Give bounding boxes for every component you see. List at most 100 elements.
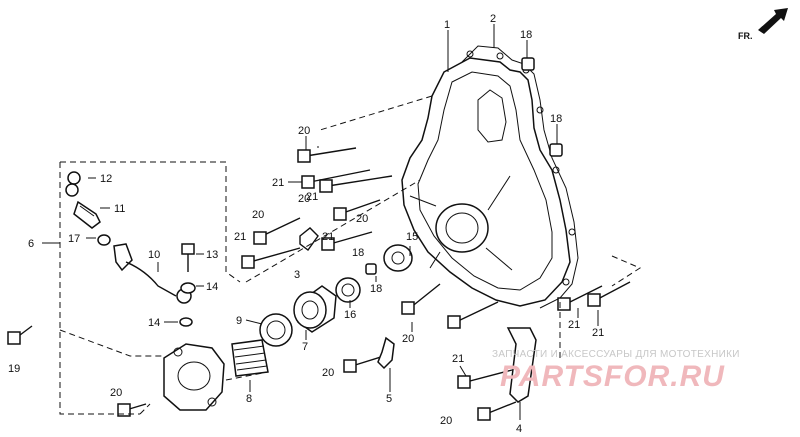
- ring-16: [335, 277, 361, 303]
- bolt-head: [301, 175, 315, 189]
- bearing-7-face: [293, 291, 327, 329]
- gasket-hole: [466, 50, 474, 58]
- gasket-hole: [536, 106, 544, 114]
- bolt-head: [7, 331, 21, 345]
- callout-13: 13: [206, 249, 218, 261]
- lower-housing: [163, 339, 269, 411]
- callout-21: 21: [322, 231, 334, 243]
- callout-20: 20: [298, 193, 310, 205]
- gasket-hole: [562, 278, 570, 286]
- washer-12b: [65, 183, 79, 197]
- spring-8: [231, 339, 269, 377]
- cover-bore-inner: [445, 212, 479, 244]
- callout-20: 20: [440, 415, 452, 427]
- watermark-caption: ЗАПЧАСТИ И АКСЕССУАРЫ ДЛЯ МОТОТЕХНИКИ: [492, 349, 740, 360]
- callout-21: 21: [306, 191, 318, 203]
- leader-lines: [42, 24, 599, 420]
- dowel-pin-lower: [549, 143, 563, 157]
- bolt-head: [457, 375, 471, 389]
- bolt-head: [447, 315, 461, 329]
- watermark: ЗАПЧАСТИ И АКСЕССУАРЫ ДЛЯ МОТОТЕХНИКИ PA…: [492, 349, 740, 393]
- callout-20: 20: [402, 333, 414, 345]
- wire-10: [125, 261, 177, 297]
- cover-inner-flange: [417, 71, 553, 291]
- washer-14b: [179, 317, 193, 327]
- callout-20: 20: [110, 387, 122, 399]
- callout-12: 12: [100, 173, 112, 185]
- washer-12a: [67, 171, 81, 185]
- bolt-head: [557, 297, 571, 311]
- callout-19: 19: [8, 363, 20, 375]
- bolt-head: [253, 231, 267, 245]
- callout-7: 7: [302, 341, 308, 353]
- gasket-hole: [496, 52, 504, 60]
- bolt-head: [333, 207, 347, 221]
- bolt-head: [319, 179, 333, 193]
- callout-4: 4: [516, 423, 522, 435]
- dowel-pin-upper: [521, 57, 535, 71]
- connector-10: [113, 243, 133, 272]
- callout-6: 6: [28, 238, 34, 250]
- o-ring-17: [97, 234, 111, 246]
- callout-9: 9: [236, 315, 242, 327]
- bearing-15: [383, 244, 413, 272]
- bracket-5: [377, 336, 395, 370]
- callout-8: 8: [246, 393, 252, 405]
- callout-2: 2: [490, 13, 496, 25]
- callout-14: 14: [206, 281, 218, 293]
- callout-5: 5: [386, 393, 392, 405]
- oil-seal-9: [259, 313, 293, 347]
- callout-10: 10: [148, 249, 160, 261]
- watermark-logo: PARTSFOR.RU: [500, 360, 725, 393]
- bolt-head: [117, 403, 131, 417]
- cover-boss: [477, 89, 507, 143]
- sensor-assembly: [65, 171, 196, 327]
- front-direction-label: FR.: [738, 31, 753, 41]
- callout-15: 15: [406, 231, 418, 243]
- sensor-11: [73, 200, 101, 229]
- cover-ribs: [409, 175, 513, 271]
- bolt-head: [401, 301, 415, 315]
- seal-bearing-stack: [259, 227, 413, 347]
- housing-body: [163, 343, 225, 411]
- callout-21: 21: [452, 353, 464, 365]
- bolt-head: [297, 149, 311, 163]
- dowel-pin-center: [365, 263, 377, 275]
- washer-14a: [180, 282, 196, 294]
- cover-assembly: [401, 45, 579, 309]
- callout-21: 21: [592, 327, 604, 339]
- bolt-head: [587, 293, 601, 307]
- arrow-icon: [758, 8, 788, 34]
- bolt-13: [181, 243, 195, 255]
- callout-20: 20: [356, 213, 368, 225]
- callout-14: 14: [148, 317, 160, 329]
- callout-20: 20: [298, 125, 310, 137]
- callout-21: 21: [568, 319, 580, 331]
- bolt-head: [477, 407, 491, 421]
- bolt-head: [321, 237, 335, 251]
- callout-labels: 1 2 18 18 20 21 21 20 20 21 21 12 11 6 1…: [8, 13, 604, 435]
- front-direction-arrow: FR.: [738, 8, 788, 41]
- bracket-4: [506, 327, 537, 403]
- callout-20: 20: [252, 209, 264, 221]
- callout-18: 18: [352, 247, 364, 259]
- callout-17: 17: [68, 233, 80, 245]
- cover-bore: [435, 203, 489, 253]
- bolt-head: [343, 359, 357, 373]
- cover-gasket: [461, 45, 579, 309]
- callout-3: 3: [294, 269, 300, 281]
- callout-21: 21: [234, 231, 246, 243]
- side-cover: [401, 57, 571, 307]
- group-lines: [59, 95, 642, 415]
- callout-11: 11: [114, 203, 125, 215]
- callout-20: 20: [322, 367, 334, 379]
- clip-3: [299, 227, 319, 251]
- callout-16: 16: [344, 309, 356, 321]
- callout-21: 21: [272, 177, 284, 189]
- bolt-head: [241, 255, 255, 269]
- callout-18: 18: [550, 113, 562, 125]
- callout-18: 18: [370, 283, 382, 295]
- callout-18: 18: [520, 29, 532, 41]
- gasket-hole: [552, 166, 560, 174]
